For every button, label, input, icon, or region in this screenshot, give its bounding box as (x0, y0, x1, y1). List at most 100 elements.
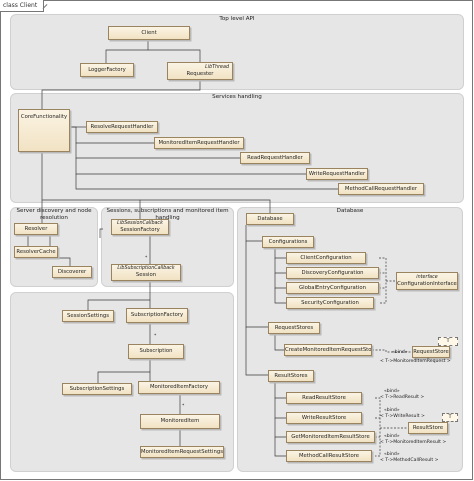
discovery-configuration-label: DiscoveryConfiguration (301, 269, 364, 276)
requester-class[interactable]: LibThread Requester (167, 62, 233, 80)
subscription-settings-link (97, 359, 151, 383)
discovery-configuration-class[interactable]: DiscoveryConfiguration (286, 267, 379, 279)
monitored-item-request-handler-label: MonitoredItemRequestHandler (158, 139, 240, 146)
res-bind-bracket (375, 397, 381, 457)
discoverer-class[interactable]: Discoverer (52, 266, 92, 278)
region-server-discovery-title: Server discovery and node resolution (16, 208, 92, 221)
client-configuration-class[interactable]: ClientConfiguration (286, 252, 366, 264)
subscription-factory-class[interactable]: SubscriptionFactory (126, 308, 188, 323)
resolver-class[interactable]: Resolver (14, 223, 58, 235)
read-request-handler-label: ReadRequestHandler (247, 154, 303, 161)
configuration-interface-stereotype: interface (416, 274, 438, 280)
res-write-link (274, 398, 286, 419)
session-settings-link (87, 281, 151, 310)
session-stereotype: LibSubscriptionCallback (117, 266, 175, 272)
read-request-handler-class[interactable]: ReadRequestHandler (240, 152, 310, 164)
region-services-handling-title: Services handling (212, 94, 262, 100)
res-method-link (274, 437, 286, 457)
configurations-class[interactable]: Configurations (262, 236, 314, 248)
create-monitored-item-request-store-class[interactable]: CreateMonitoredItemRequestStore (284, 344, 372, 356)
configurations-label: Configurations (268, 238, 308, 245)
monitored-item-factory-label: MonitoredItemFactory (149, 384, 209, 391)
monitored-item-label: MonitoredItem (160, 418, 200, 425)
logger-factory-label: LoggerFactory (88, 66, 126, 73)
resolve-request-handler-class[interactable]: ResolveRequestHandler (86, 121, 158, 133)
res-read-link (274, 381, 286, 399)
requester-core-link (41, 80, 201, 109)
get-monitored-item-result-store-label: GetMonitoredItemResultStore (291, 433, 370, 440)
write-bind-param: < T->WriteResult > (380, 414, 425, 419)
cfg-global-link (274, 273, 286, 289)
request-store-label: RequestStore (413, 348, 449, 355)
cfg-client-link (274, 248, 286, 259)
read-bind-label: «bind» (384, 389, 400, 394)
client-requester-link (148, 49, 201, 63)
subscription-multiplicity: * (154, 334, 157, 339)
db-resultstores-link (245, 327, 268, 376)
resolver-cache-class[interactable]: ResolverCache (14, 246, 58, 258)
create-monitored-item-request-store-label: CreateMonitoredItemRequestStore (285, 346, 372, 353)
read-result-store-class[interactable]: ReadResultStore (286, 392, 362, 404)
method-call-request-handler-class[interactable]: MethodCallRequestHandler (338, 183, 424, 195)
session-class[interactable]: LibSubscriptionCallback Session (111, 264, 181, 281)
region-top-level-api-title: Top level API (219, 16, 255, 22)
create-bind-link (372, 349, 412, 353)
logger-factory-class[interactable]: LoggerFactory (80, 63, 134, 77)
result-stores-label: ResultStores (274, 372, 308, 379)
resolve-request-handler-label: ResolveRequestHandler (90, 123, 154, 130)
global-entry-configuration-label: GlobalEntryConfiguration (299, 284, 366, 291)
write-request-handler-class[interactable]: WriteRequestHandler (306, 168, 368, 180)
request-store-class[interactable]: RequestStore (412, 346, 450, 358)
database-class[interactable]: Database (246, 213, 294, 225)
requester-label: Requester (186, 70, 214, 77)
get-bind-label: «bind» (384, 434, 400, 439)
request-stores-class[interactable]: RequestStores (268, 322, 320, 334)
client-class[interactable]: Client (108, 26, 190, 40)
configuration-interface-class[interactable]: interface ConfigurationInterface (396, 272, 458, 290)
write-result-store-label: WriteResultStore (301, 414, 347, 421)
session-factory-class[interactable]: LibSessionCallback SessionFactory (111, 219, 169, 235)
create-bind-label: «bind» (392, 350, 408, 355)
result-store-class[interactable]: ResultStore (408, 422, 448, 434)
region-database-title: Database (336, 208, 364, 214)
session-settings-class[interactable]: SessionSettings (62, 310, 114, 322)
subscription-settings-class[interactable]: SubscriptionSettings (62, 383, 132, 395)
get-monitored-item-result-store-class[interactable]: GetMonitoredItemResultStore (286, 431, 375, 443)
result-store-label: ResultStore (412, 424, 444, 431)
global-entry-configuration-class[interactable]: GlobalEntryConfiguration (286, 282, 379, 294)
monitored-item-factory-class[interactable]: MonitoredItemFactory (138, 381, 220, 394)
request-store-template-param: T (438, 337, 458, 346)
read-result-store-label: ReadResultStore (302, 394, 346, 401)
write-result-store-class[interactable]: WriteResultStore (286, 412, 362, 424)
core-functionality-class[interactable]: CoreFunctionality (18, 109, 70, 152)
res-get-link (274, 418, 286, 438)
core-functionality-label: CoreFunctionality (20, 114, 68, 120)
method-call-result-store-class[interactable]: MethodCallResultStore (286, 450, 372, 462)
monitored-item-request-settings-label: MonitoredItemRequestSettings (141, 448, 223, 455)
method-call-result-store-label: MethodCallResultStore (298, 452, 360, 459)
core-database-link (140, 199, 271, 213)
method-bind-label: «bind» (384, 452, 400, 457)
result-stores-class[interactable]: ResultStores (268, 370, 314, 382)
monitored-item-class[interactable]: MonitoredItem (140, 414, 220, 429)
db-configs-link (245, 225, 262, 242)
subscription-settings-label: SubscriptionSettings (69, 385, 125, 392)
get-bind-param: < T->MonitoredItemResult > (380, 440, 447, 445)
client-label: Client (141, 29, 157, 36)
monitored-item-request-handler-class[interactable]: MonitoredItemRequestHandler (154, 137, 244, 149)
client-configuration-label: ClientConfiguration (300, 254, 352, 261)
core-monitored-link (70, 126, 154, 144)
database-label: Database (257, 215, 283, 222)
session-multiplicity: * (145, 256, 148, 261)
subscription-class[interactable]: Subscription (128, 344, 184, 359)
security-configuration-class[interactable]: SecurityConfiguration (286, 297, 374, 309)
subscription-label: Subscription (139, 348, 173, 355)
core-method-link (75, 174, 338, 190)
security-configuration-label: SecurityConfiguration (301, 299, 359, 306)
monitored-item-multiplicity: * (182, 404, 185, 409)
monitored-item-request-settings-class[interactable]: MonitoredItemRequestSettings (140, 446, 224, 458)
client-logger-link (105, 40, 149, 63)
